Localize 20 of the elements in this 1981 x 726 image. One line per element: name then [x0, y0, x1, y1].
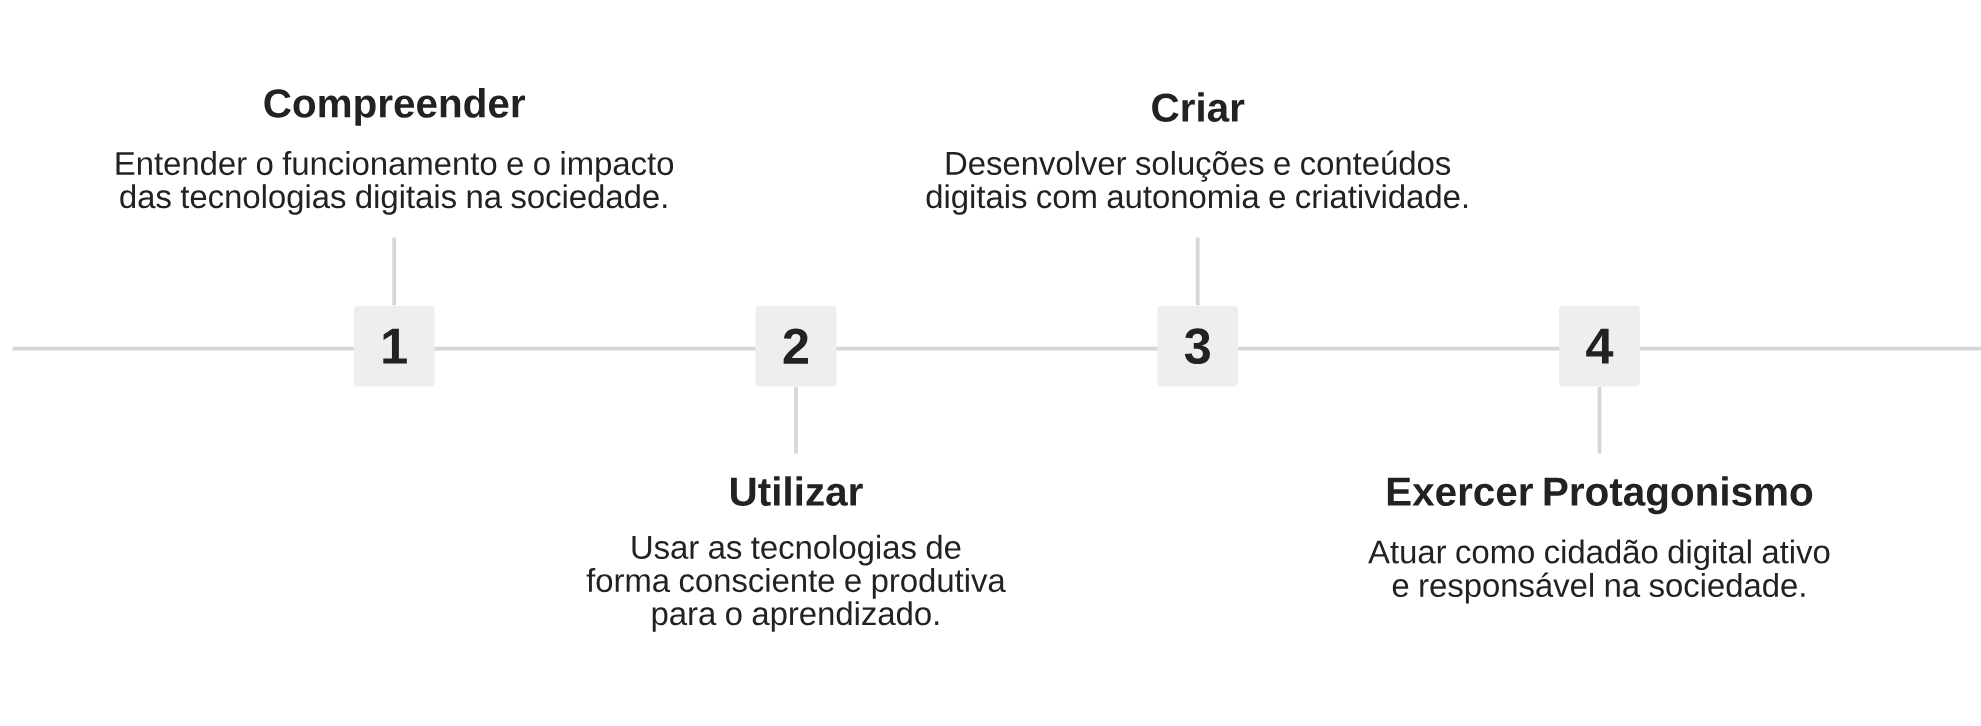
- step-description: Usar as tecnologias de forma consciente e produtiva para o aprendizado.: [586, 534, 1006, 632]
- step-number: 1: [383, 328, 407, 364]
- connector-line: [1195, 237, 1200, 306]
- number-box: [755, 305, 837, 387]
- connector-line: [1597, 386, 1602, 454]
- step-number: 4: [1586, 328, 1614, 364]
- number-box: [1157, 305, 1239, 387]
- step-number: 3: [1184, 328, 1210, 364]
- connector-line: [392, 237, 397, 306]
- step-heading: Compreender: [264, 87, 525, 126]
- step-heading: Exercer Protagonismo: [1387, 476, 1813, 514]
- step-heading: Criar: [1152, 92, 1245, 122]
- number-box: [1559, 305, 1640, 387]
- number-box: [353, 305, 435, 387]
- step-description: Atuar como cidadão digital ativo e responsável na sociedade.: [1368, 539, 1830, 604]
- step-heading: Utilizar: [730, 476, 863, 506]
- connector-line: [794, 386, 798, 454]
- step-number: 2: [783, 328, 808, 364]
- step-description: Desenvolver soluções e conteúdos digitais com autonomia e criatividade.: [926, 150, 1468, 215]
- step-description: Entender o funcionamento e o impacto das tecnologias digitais na sociedade.: [116, 150, 674, 215]
